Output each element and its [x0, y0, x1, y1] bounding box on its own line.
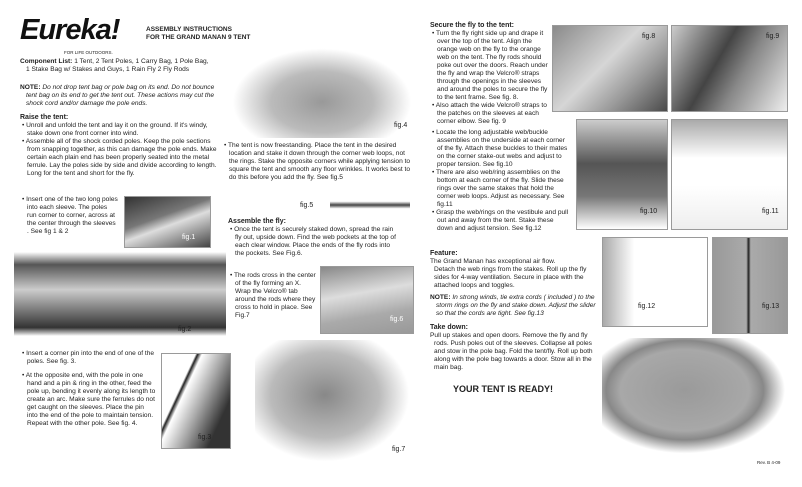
component-list: Component List: 1 Tent, 2 Tent Poles, 1 … — [20, 58, 209, 73]
fig11-label: fig.11 — [762, 208, 779, 215]
fig7-label: fig.7 — [392, 446, 406, 453]
fig7-photo — [255, 340, 410, 462]
rods-cross-step: The rods cross in the center of the fly … — [228, 272, 316, 320]
fig9-photo — [671, 25, 788, 112]
fig2-label: fig.2 — [178, 326, 192, 333]
take-down-section: Take down: Pull up stakes and open doors… — [430, 324, 593, 371]
fig4-tent-photo — [232, 48, 412, 138]
fig6-photo — [320, 266, 414, 334]
fig13-label: fig.13 — [762, 303, 780, 310]
document-title: ASSEMBLY INSTRUCTIONS FOR THE GRAND MANA… — [146, 26, 251, 41]
fig10-label: fig.10 — [640, 208, 658, 215]
fig13-photo — [712, 237, 788, 334]
fig10-photo — [576, 119, 668, 230]
fig12-photo — [602, 237, 708, 327]
note-wind: NOTE: In strong winds, tie extra cords (… — [430, 294, 596, 317]
fig5-label: fig.5 — [300, 202, 314, 209]
finished-tent-photo — [602, 338, 786, 454]
fig4-label: fig.4 — [394, 122, 408, 129]
tent-ready-banner: YOUR TENT IS READY! — [453, 384, 554, 394]
fig8-photo — [552, 25, 668, 112]
fig3-photo — [161, 353, 231, 449]
fig11-photo — [671, 119, 788, 230]
insert-poles-step: Insert one of the two long poles into ea… — [20, 196, 118, 236]
eureka-logo: Eureka! — [20, 14, 120, 46]
freestanding-step: The tent is now freestanding. Place the … — [222, 142, 412, 182]
revision-label: Rev. B 4-09 — [757, 460, 781, 465]
corner-pin-step: Insert a corner pin into the end of one … — [20, 350, 156, 366]
note-bag: NOTE: Do not drop tent bag or pole bag o… — [20, 84, 215, 107]
tagline: FOR LIFE OUTDOORS. — [64, 50, 113, 55]
fig2-photo — [14, 252, 226, 336]
fig1-photo — [124, 196, 211, 248]
secure-fly-section: Secure the fly to the tent: Turn the fly… — [430, 22, 570, 233]
fig3-label: fig.3 — [198, 434, 212, 441]
raise-tent-section: Raise the tent: Unroll and unfold the te… — [20, 114, 225, 178]
fig8-label: fig.8 — [642, 33, 656, 40]
fig5-photo — [330, 196, 410, 214]
opposite-end-step: At the opposite end, with the pole in on… — [20, 372, 156, 428]
fig6-label: fig.6 — [390, 316, 404, 323]
assemble-fly-section: Assemble the fly: Once the tent is secur… — [228, 218, 408, 258]
fig12-label: fig.12 — [638, 303, 656, 310]
fig1-label: fig.1 — [182, 234, 196, 241]
feature-section: Feature: The Grand Manan has exceptional… — [430, 250, 587, 289]
fig9-label: fig.9 — [766, 33, 780, 40]
